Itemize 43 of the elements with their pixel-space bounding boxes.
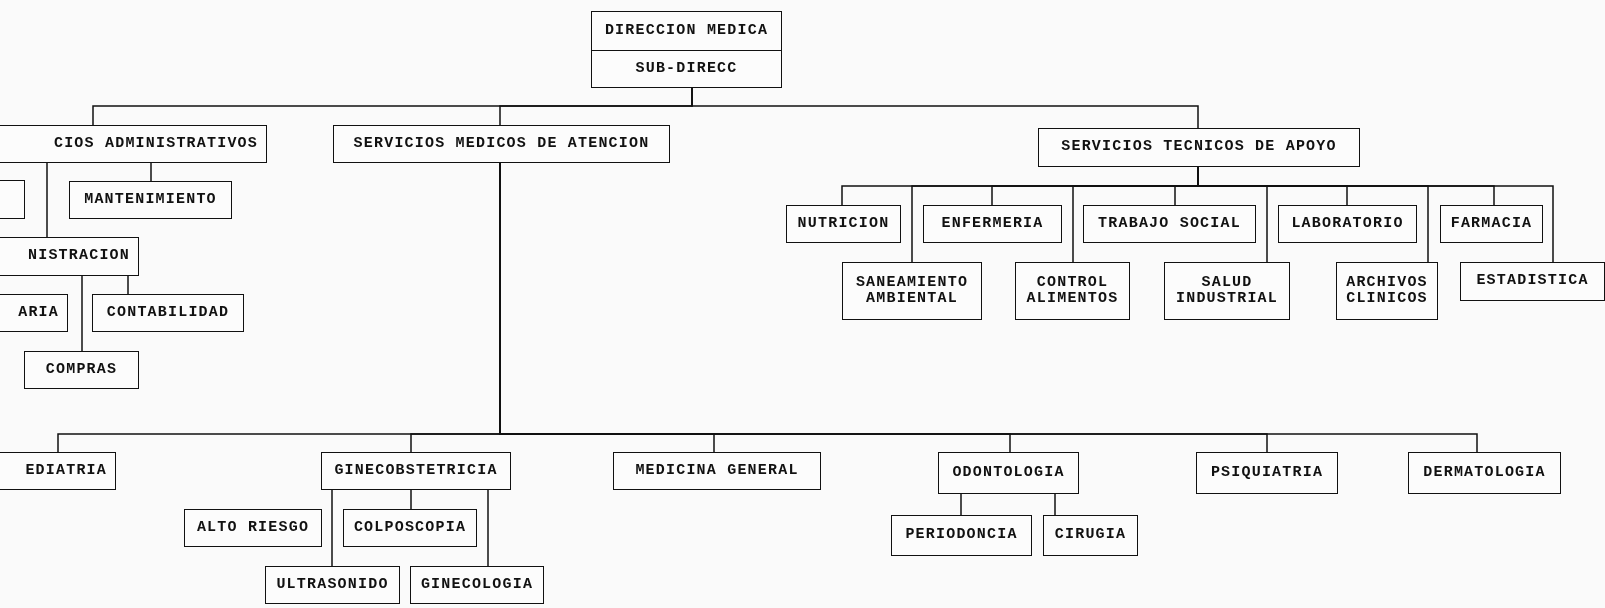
connector-line bbox=[150, 162, 152, 182]
org-unit-box: PSIQUIATRIA bbox=[1196, 452, 1338, 494]
org-unit-box: LABORATORIO bbox=[1278, 205, 1417, 243]
org-unit-box: SERVICIOS MEDICOS DE ATENCION bbox=[333, 125, 670, 163]
connector-line bbox=[46, 162, 48, 238]
org-unit-box: CONTABILIDAD bbox=[92, 294, 244, 332]
org-unit-box: SERVICIOS TECNICOS DE APOYO bbox=[1038, 128, 1360, 167]
org-unit-box: CONTROL ALIMENTOS bbox=[1015, 262, 1130, 320]
org-unit-box: ARCHIVOS CLINICOS bbox=[1336, 262, 1438, 320]
org-unit-box: SALUD INDUSTRIAL bbox=[1164, 262, 1290, 320]
empty-box bbox=[0, 180, 25, 219]
connector-line bbox=[1054, 493, 1056, 516]
org-unit-box: ULTRASONIDO bbox=[265, 566, 400, 604]
org-unit-box: NISTRACION bbox=[0, 237, 139, 276]
org-unit-box: NUTRICION bbox=[786, 205, 901, 243]
org-unit-box: ARIA bbox=[0, 294, 68, 332]
org-unit-box: DIRECCION MEDICA bbox=[591, 11, 782, 51]
org-unit-box: EDIATRIA bbox=[0, 452, 116, 490]
org-unit-box: GINECOLOGIA bbox=[410, 566, 544, 604]
connector-line bbox=[487, 489, 489, 567]
connector-line bbox=[960, 493, 962, 516]
connector-line bbox=[331, 489, 333, 567]
org-unit-box: COMPRAS bbox=[24, 351, 139, 389]
org-unit-box: PERIODONCIA bbox=[891, 515, 1032, 556]
org-unit-box: MEDICINA GENERAL bbox=[613, 452, 821, 490]
org-unit-box: MANTENIMIENTO bbox=[69, 181, 232, 219]
org-unit-box: CIRUGIA bbox=[1043, 515, 1138, 556]
org-unit-box: ENFERMERIA bbox=[923, 205, 1062, 243]
org-unit-box: COLPOSCOPIA bbox=[343, 509, 477, 547]
org-unit-box: ODONTOLOGIA bbox=[938, 452, 1079, 494]
connector-line bbox=[691, 87, 1199, 129]
org-unit-box: DERMATOLOGIA bbox=[1408, 452, 1561, 494]
connector-line bbox=[410, 489, 412, 510]
org-unit-box: SUB-DIRECC bbox=[591, 50, 782, 88]
org-unit-box: GINECOBSTETRICIA bbox=[321, 452, 511, 490]
connector-line bbox=[127, 275, 129, 295]
org-unit-box: ESTADISTICA bbox=[1460, 262, 1605, 301]
org-unit-box: TRABAJO SOCIAL bbox=[1083, 205, 1256, 243]
connector-line bbox=[81, 275, 83, 352]
org-unit-box: ALTO RIESGO bbox=[184, 509, 322, 547]
org-unit-box: FARMACIA bbox=[1440, 205, 1543, 243]
org-unit-box: CIOS ADMINISTRATIVOS bbox=[0, 125, 267, 163]
org-unit-box: SANEAMIENTO AMBIENTAL bbox=[842, 262, 982, 320]
